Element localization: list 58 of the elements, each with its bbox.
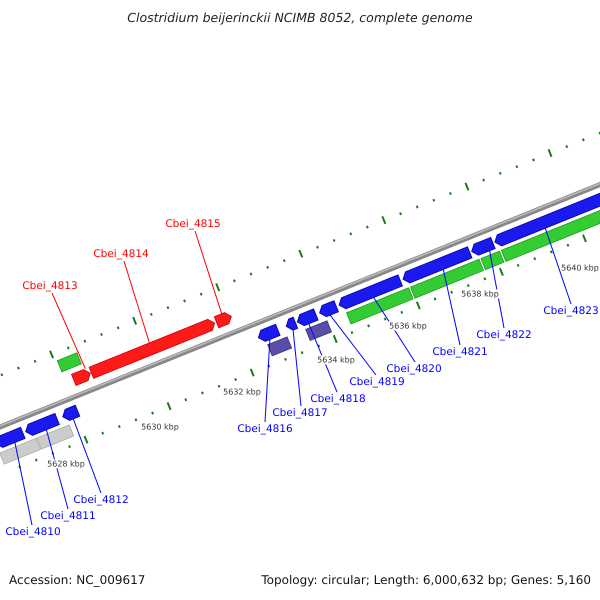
gene-label: Cbei_4822: [476, 328, 532, 342]
leader-line: [14, 442, 32, 526]
tick-label: 5630 kbp: [141, 422, 179, 432]
gene-feature: [494, 192, 600, 246]
gene-feature: [319, 300, 340, 318]
genome-info-text: Topology: circular; Length: 6,000,632 bp; Genes: 5,160: [261, 574, 591, 588]
leader-line: [442, 269, 460, 346]
tick-label: 5628 kbp: [46, 459, 86, 469]
feature-block: [36, 424, 74, 450]
leader-line: [124, 260, 150, 344]
accession-text: Accession: NC_009617: [9, 574, 146, 588]
leader-line: [330, 314, 376, 376]
gene-feature: [402, 246, 473, 284]
leader-line: [544, 228, 572, 304]
gene-feature: [62, 404, 80, 421]
leader-line: [194, 230, 222, 314]
gene-feature: [25, 412, 60, 436]
gene-feature: [70, 369, 91, 386]
gene-feature: [286, 316, 298, 331]
gene-feature: [0, 426, 26, 448]
gene-label: Cbei_4818: [310, 392, 366, 406]
feature-block: [305, 320, 332, 342]
feature-block: [0, 438, 41, 465]
leader-line: [489, 250, 504, 328]
tick-label: 5632 kbp: [223, 387, 261, 397]
gene-label: Cbei_4813: [22, 280, 78, 292]
gene-feature: [471, 236, 496, 256]
gene-label: Cbei_4823: [543, 304, 599, 318]
feature-block: [480, 250, 504, 270]
gene-feature: [258, 324, 281, 342]
feature-block: [410, 258, 484, 299]
tick-label: 5636 kbp: [388, 321, 428, 331]
leader-line: [292, 330, 302, 406]
leader-line: [72, 418, 102, 494]
tick-label: 5634 kbp: [316, 355, 356, 365]
leader-line: [52, 292, 86, 370]
feature-block: [267, 336, 292, 356]
gene-label: Cbei_4811: [40, 510, 96, 522]
tick-label: 5638 kbp: [460, 289, 500, 299]
leader-line: [46, 429, 68, 510]
gene-label: Cbei_4814: [93, 248, 149, 260]
gene-label: Cbei_4810: [5, 526, 61, 538]
gene-label: Cbei_4812: [73, 494, 129, 506]
gene-label: Cbei_4819: [349, 376, 405, 388]
gene-label: Cbei_4816: [237, 422, 293, 436]
leader-line: [264, 339, 270, 422]
leader-line: [308, 323, 338, 392]
leader-line: [373, 297, 416, 362]
feature-block: [56, 352, 82, 372]
gene-label: Cbei_4817: [272, 406, 328, 420]
gene-label: Cbei_4820: [386, 362, 442, 376]
diagram-title: Clostridium beijerinckii NCIMB 8052, complete genome: [127, 10, 473, 26]
gene-label: Cbei_4821: [432, 346, 488, 358]
gene-feature: [214, 312, 232, 328]
gene-feature: [88, 318, 216, 379]
tick-label: 5640 kbp: [561, 263, 599, 273]
gene-label: Cbei_4815: [165, 218, 221, 230]
gene-feature: [338, 274, 403, 310]
